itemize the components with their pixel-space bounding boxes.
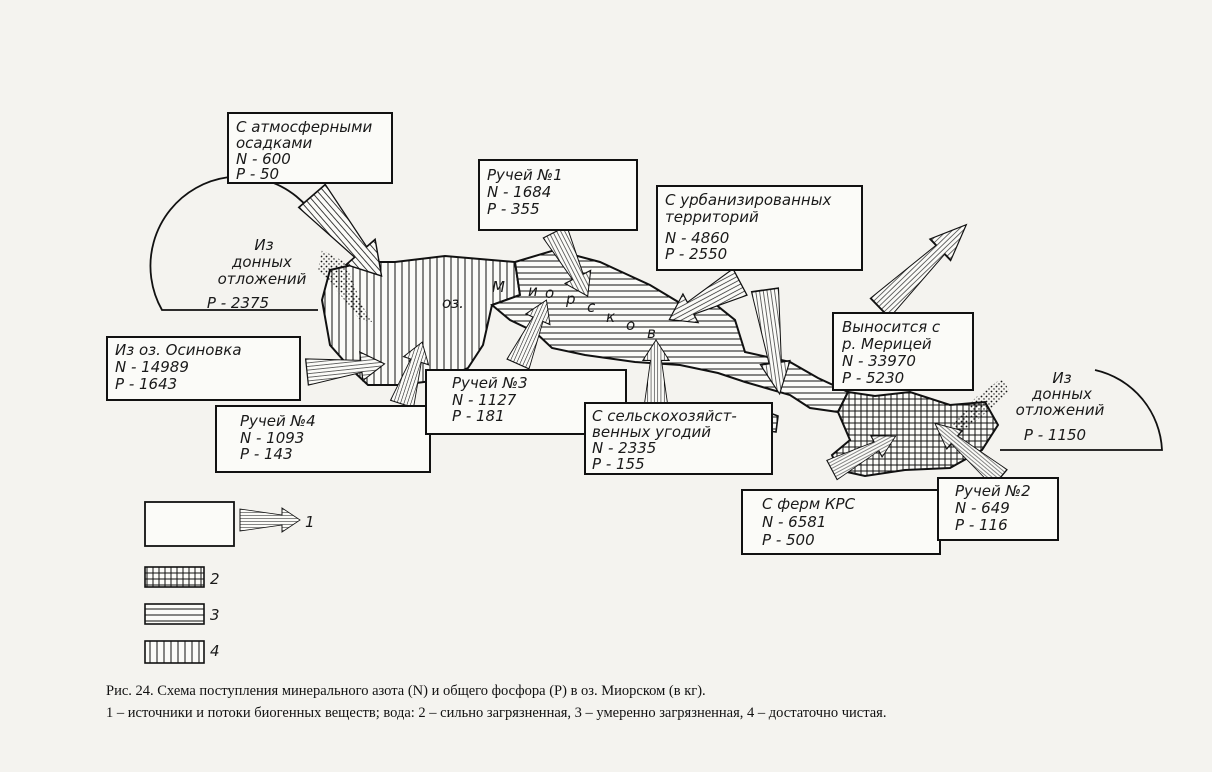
legend-arrow-icon <box>239 507 301 533</box>
label-line: N - 649 <box>955 499 1010 517</box>
figure-caption: Рис. 24. Схема поступления минерального … <box>106 680 1186 724</box>
label-line: р. Мерицей <box>841 335 932 353</box>
lake-letter: с <box>587 298 596 316</box>
lake-letter: р <box>565 290 576 308</box>
label-line: донных <box>1031 385 1092 403</box>
box-urban: С урбанизированных территорий N - 4860 P… <box>656 185 863 271</box>
lake-zone-polluted <box>830 390 1000 478</box>
lake-zone-clean <box>320 254 522 386</box>
label-line: P - 155 <box>592 455 645 473</box>
label-line: Из <box>1052 369 1071 387</box>
box-atmosphere: С атмосферными осадками N - 600 P - 50 <box>227 112 393 184</box>
label-line: P - 5230 <box>842 369 904 387</box>
sediment-plume-left <box>318 250 372 322</box>
label-line: отложений <box>1016 401 1105 419</box>
label-line: P - 116 <box>955 516 1008 534</box>
label-line: N - 1684 <box>487 183 551 201</box>
label-line: P - 2375 <box>207 294 269 312</box>
label-line: P - 355 <box>487 200 540 218</box>
box-cattle: С ферм КРС N - 6581 P - 500 <box>741 489 941 555</box>
label-line: P - 2550 <box>665 245 727 263</box>
label-line: N - 600 <box>236 150 291 168</box>
legend: 1 2 3 4 <box>144 501 315 664</box>
label-line: N - 14989 <box>115 358 189 376</box>
label-line: С урбанизированных <box>665 191 832 209</box>
label-line: донных <box>231 253 292 271</box>
box-agri: С сельскохозяйст- венных угодий N - 2335… <box>584 402 773 475</box>
label-line: N - 6581 <box>762 513 826 531</box>
caption-legend: 1 – источники и потоки биогенных веществ… <box>106 705 887 721</box>
lake-letter: в <box>647 324 656 342</box>
label-line: Ручей №4 <box>240 412 316 430</box>
arrow-outflow <box>868 213 978 320</box>
label-line: P - 50 <box>236 165 279 183</box>
lake-letter: и <box>528 282 538 300</box>
label-line: N - 33970 <box>842 352 916 370</box>
label-line: венных угодий <box>592 423 711 441</box>
label-line: N - 1127 <box>452 391 517 409</box>
lake-letter: к <box>606 308 615 326</box>
label-line: Ручей №1 <box>487 166 563 184</box>
label-line: Ручей №2 <box>955 482 1031 500</box>
lake-letter: о <box>626 316 635 334</box>
label-line: осадками <box>236 134 313 152</box>
label-line: N - 4860 <box>665 229 729 247</box>
label-line: территорий <box>665 208 759 226</box>
bottom-sediments-right: Из донных отложений P - 1150 <box>1000 369 1163 451</box>
box-brook4: Ручей №4 N - 1093 P - 143 <box>215 405 431 473</box>
legend-swatch-clean <box>144 640 205 664</box>
label-line: N - 1093 <box>240 429 304 447</box>
label-line: Из <box>254 236 273 254</box>
legend-number: 2 <box>210 570 220 588</box>
label-line: P - 1150 <box>1024 426 1086 444</box>
label-line: P - 181 <box>452 407 505 425</box>
bottom-sediments-left: Из донных отложений P - 2375 <box>149 175 319 312</box>
legend-number: 4 <box>210 642 220 660</box>
box-brook1: Ручей №1 N - 1684 P - 355 <box>478 159 638 231</box>
label-line: P - 1643 <box>115 375 177 393</box>
lake-letter: о <box>545 284 554 302</box>
box-outflow: Выносится с р. Мерицей N - 33970 P - 523… <box>832 312 974 391</box>
lake-letter: М <box>492 278 505 296</box>
label-line: P - 500 <box>762 531 815 549</box>
label-line: С ферм КРС <box>762 495 856 513</box>
box-brook2: Ручей №2 N - 649 P - 116 <box>937 477 1059 541</box>
label-line: P - 143 <box>240 445 293 463</box>
label-line: N - 2335 <box>592 439 656 457</box>
legend-swatch-heavily-polluted <box>144 566 205 588</box>
legend-swatch-sources <box>144 501 235 547</box>
legend-number: 1 <box>305 513 315 531</box>
caption-title: Рис. 24. Схема поступления минерального … <box>106 683 706 699</box>
label-line: Выносится с <box>842 318 941 336</box>
label-line: Ручей №3 <box>452 374 528 392</box>
label-line: отложений <box>218 270 307 288</box>
lake-label: оз. М и о р с к о в <box>442 278 656 342</box>
label-line: С сельскохозяйст- <box>592 407 737 425</box>
lake-label-prefix: оз. <box>442 294 464 312</box>
label-line: С атмосферными <box>236 118 372 136</box>
legend-number: 3 <box>210 606 220 624</box>
label-line: Из оз. Осиновка <box>115 341 242 359</box>
box-osinovka: Из оз. Осиновка N - 14989 P - 1643 <box>106 336 301 401</box>
sediment-plume-right <box>952 378 1010 438</box>
legend-swatch-moderately-polluted <box>144 603 205 625</box>
